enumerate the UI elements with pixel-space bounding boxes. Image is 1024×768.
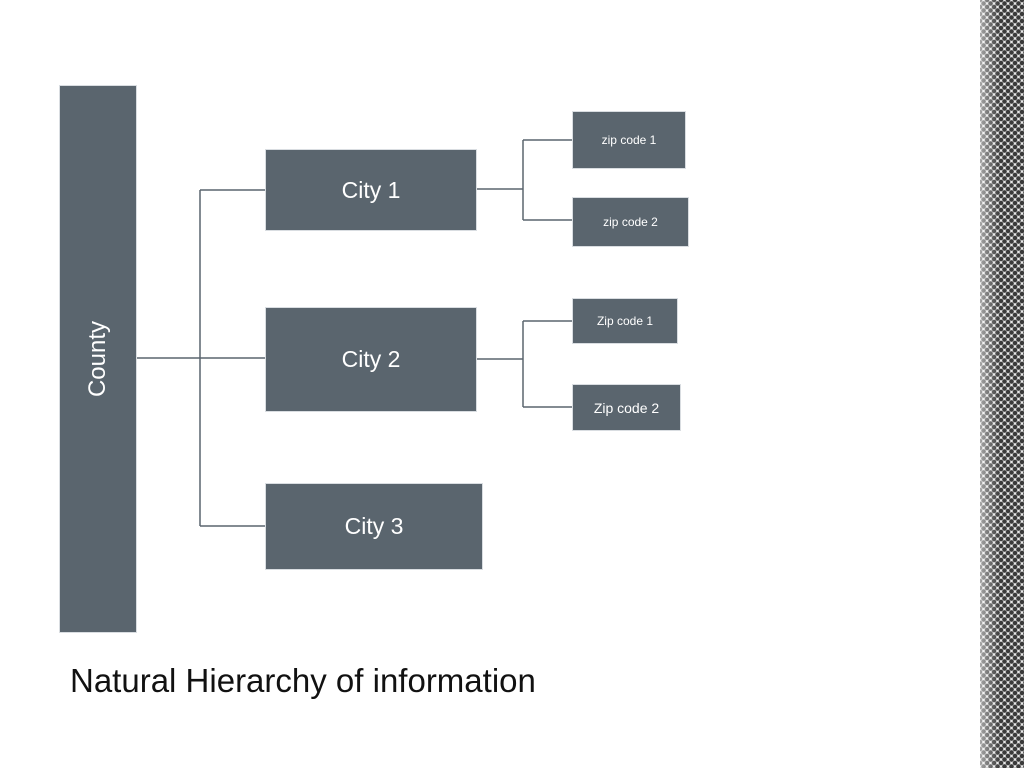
zip-node-city-2-1: Zip code 1 <box>572 298 678 344</box>
city-3-node: City 3 <box>265 483 483 570</box>
city-2-label: City 2 <box>341 346 401 372</box>
county-label: County <box>84 320 112 398</box>
city-1-node: City 1 <box>265 149 477 231</box>
zip-node-city-1-1: zip code 1 <box>572 111 686 169</box>
zip-label-city-1-2: zip code 2 <box>603 215 658 229</box>
city-1-label: City 1 <box>341 176 401 203</box>
zip-label-city-2-2: Zip code 2 <box>593 399 660 416</box>
zip-node-city-2-2: Zip code 2 <box>572 384 681 431</box>
city-2-node: City 2 <box>265 307 477 412</box>
county-node: County <box>59 85 137 633</box>
decorative-pattern-fade <box>980 0 1024 768</box>
slide-caption: Natural Hierarchy of information <box>70 662 536 699</box>
zip-label-city-2-1: Zip code 1 <box>596 314 654 328</box>
zip-label-city-1-1: zip code 1 <box>601 133 657 147</box>
zip-node-city-1-2: zip code 2 <box>572 197 689 247</box>
city-3-label: City 3 <box>344 513 404 539</box>
